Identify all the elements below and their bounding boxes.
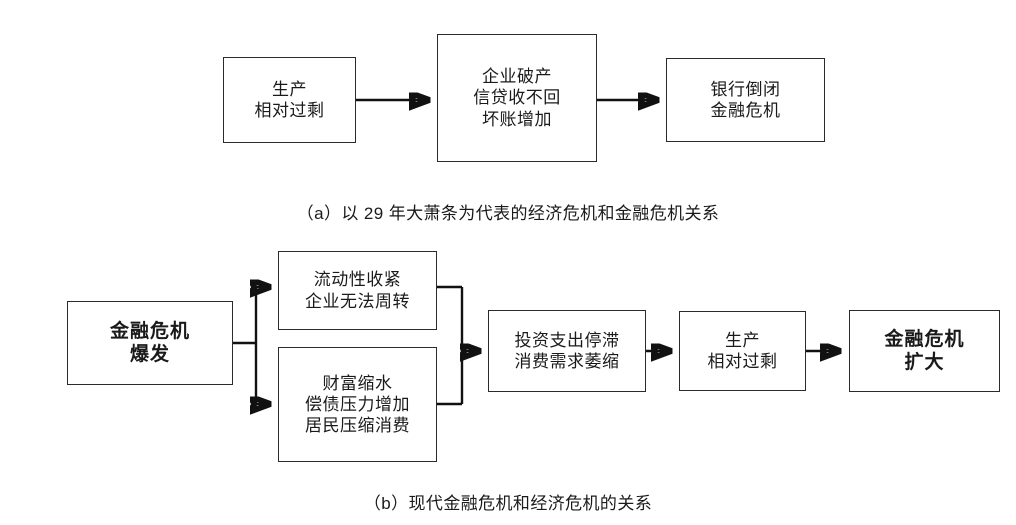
box-financial-crisis-outbreak: 金融危机 爆发 [67,301,233,385]
box-enterprise-bankruptcy-credit-bad-debt: 企业破产 信贷收不回 坏账增加 [437,34,597,162]
box-bank-failure-financial-crisis: 银行倒闭 金融危机 [666,58,825,142]
box-line: 偿债压力增加 [305,394,410,414]
box-line: 财富缩水 [322,373,393,393]
box-line: 企业无法周转 [305,291,410,311]
box-line: 爆发 [129,344,170,365]
caption-diagram-a: （a）以 29 年大萧条为代表的经济危机和金融危机关系 [296,204,720,223]
box-line: 消费需求萎缩 [514,352,620,371]
box-line: 居民压缩消费 [305,416,410,436]
box-line: 投资支出停滞 [514,330,620,350]
box-production-relative-overcapacity-b: 生产 相对过剩 [679,311,806,391]
box-line: 银行倒闭 [710,79,781,99]
caption-diagram-b: （b）现代金融危机和经济危机的关系 [363,494,653,513]
box-line: 金融危机 [884,328,965,350]
box-line: 相对过剩 [254,101,325,120]
box-line: 金融危机 [710,101,781,120]
box-line: 相对过剩 [707,352,778,371]
box-line: 生产 [272,79,307,99]
box-investment-stagnation-consumption-contraction: 投资支出停滞 消费需求萎缩 [488,310,646,392]
box-line: 企业破产 [482,67,552,86]
box-line: 流动性收紧 [313,270,402,290]
box-line: 坏账增加 [482,109,552,129]
box-line: 信贷收不回 [473,88,561,108]
box-line: 扩大 [904,352,945,373]
box-line: 金融危机 [109,320,190,342]
box-line: 生产 [725,330,760,350]
box-financial-crisis-expansion: 金融危机 扩大 [849,310,1000,392]
box-liquidity-tightening: 流动性收紧 企业无法周转 [278,251,437,330]
box-production-relative-overcapacity: 生产 相对过剩 [223,57,356,143]
box-wealth-shrinkage-debt-pressure: 财富缩水 偿债压力增加 居民压缩消费 [278,347,437,462]
